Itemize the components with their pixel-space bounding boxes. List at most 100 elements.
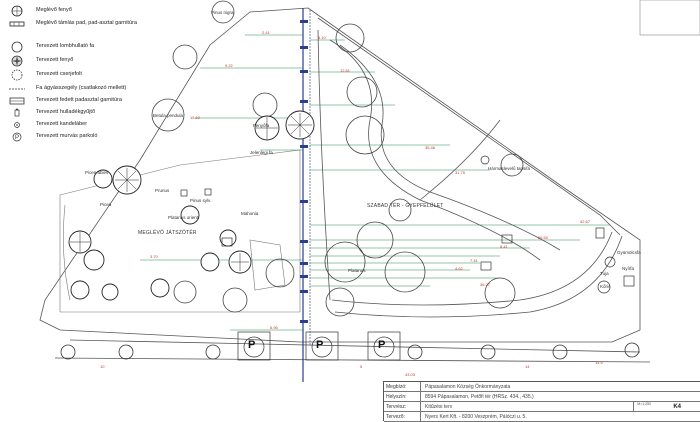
dimension-label: 3.70 bbox=[150, 254, 158, 259]
existing-tree-icon bbox=[6, 5, 28, 17]
tree-label: Mahonia bbox=[241, 211, 259, 216]
dimension-label: 5 bbox=[360, 364, 363, 369]
planned-lamp-icon bbox=[6, 119, 28, 131]
tree-label: Pinus nigra bbox=[211, 10, 234, 15]
existing-bench-icon bbox=[6, 18, 28, 30]
tree-label: Nyírfa bbox=[622, 266, 635, 271]
dimension-label: 12.81 bbox=[340, 68, 351, 73]
tree-label: Kőris bbox=[600, 284, 611, 289]
tree-curb-icon bbox=[6, 83, 28, 95]
title-block-value: 8594 Pápasalamon, Petőfi tér (HRSz. 434.… bbox=[425, 393, 534, 400]
tree-label: Picea abies bbox=[85, 170, 109, 175]
title-block-value: Pápasalamon Község Önkormányzata bbox=[425, 383, 511, 390]
conifer-hatching bbox=[70, 113, 312, 271]
dimension-label: 6.10 bbox=[318, 35, 326, 40]
park-boundary bbox=[39, 7, 651, 363]
legend-label: Tervezett fenyő bbox=[36, 57, 74, 64]
dimension-label: 14 bbox=[525, 364, 530, 369]
dimension-label: 6.95 bbox=[270, 325, 278, 330]
dimension-label: 15.62 bbox=[190, 115, 201, 120]
center-axis bbox=[302, 8, 311, 382]
sheet-code: K4 bbox=[633, 402, 700, 412]
title-block-value: Kitűzési terv bbox=[425, 403, 453, 410]
parking-symbol: P bbox=[316, 339, 324, 351]
legend-label: Tervezett hulladékgyűjtő bbox=[36, 109, 96, 116]
title-block-value: Nyers Kert Kft. - 8200 Veszprém, Pálóczi… bbox=[425, 413, 527, 420]
title-block-row: Helyszín: 8594 Pápasalamon, Petőfi tér (… bbox=[384, 392, 700, 402]
svg-text:P: P bbox=[15, 135, 19, 141]
corner-frame bbox=[639, 0, 700, 36]
tree-label: Hármaslevelű tapsifa bbox=[488, 166, 531, 171]
legend-label: Fa ágyásszegély (csatlakozó mellett) bbox=[36, 85, 127, 92]
legend-row: Tervezett fedett padasztal garnitúra bbox=[6, 94, 166, 108]
tree-label: Pinus sylv. bbox=[190, 198, 212, 203]
planned-conifer-icon bbox=[6, 55, 28, 67]
title-block-key: Tervező: bbox=[384, 412, 421, 421]
planned-shrub-icon bbox=[6, 69, 28, 81]
parking-bays bbox=[237, 331, 401, 361]
planned-parking-icon: P bbox=[6, 131, 28, 143]
legend-label: Meglévő fenyő bbox=[36, 7, 72, 14]
title-block: Megbízó: Pápasalamon Község Önkormányzat… bbox=[383, 381, 700, 422]
axis-markers bbox=[300, 20, 308, 323]
legend-label: Tervezett lombhullató fa bbox=[36, 43, 95, 50]
dimension-label: 43.03 bbox=[405, 372, 416, 377]
dimension-label: 4.62 bbox=[455, 266, 463, 271]
walking-paths bbox=[317, 29, 623, 318]
dimension-label: 36.27 bbox=[480, 282, 491, 287]
tree-label: Tuja bbox=[600, 271, 609, 276]
planned-trees-right bbox=[324, 23, 524, 317]
tree-label: Prunus bbox=[155, 188, 170, 193]
legend-row: Tervezett kandeláber bbox=[6, 118, 166, 132]
legend-row: Tervezett lombhullató fa bbox=[6, 40, 166, 54]
legend-label: Meglévő támlás pad, pad-asztal garnitúra bbox=[36, 20, 137, 27]
parking-symbol: P bbox=[248, 339, 256, 351]
playground-label: MEGLÉVŐ JÁTSZÓTÉR bbox=[138, 230, 197, 236]
legend-row: Tervezett hulladékgyűjtő bbox=[6, 106, 166, 120]
title-block-key: Tervrész: bbox=[384, 402, 421, 411]
site-furniture bbox=[180, 155, 635, 294]
tree-label: Gyümölcsfa bbox=[617, 250, 641, 255]
tree-label: Fenyőfa bbox=[253, 123, 270, 128]
dimension-label: 35.46 bbox=[425, 145, 436, 150]
scale-label: M=1:250 bbox=[637, 402, 651, 406]
legend-label: Tervezett murvás parkoló bbox=[36, 133, 98, 140]
legend-row: Meglévő fenyő bbox=[6, 4, 166, 18]
legend-label: Tervezett cserjefolt bbox=[36, 71, 82, 78]
dimension-label: 2.41 bbox=[262, 30, 270, 35]
street-trees bbox=[60, 342, 640, 360]
legend-row: Tervezett fenyő bbox=[6, 54, 166, 68]
legend-row: Tervezett cserjefolt bbox=[6, 68, 166, 82]
tree-label: Platanus orient. bbox=[168, 215, 200, 220]
title-block-row: Tervrész: Kitűzési terv bbox=[384, 402, 700, 412]
legend-row: Meglévő támlás pad, pad-asztal garnitúra bbox=[6, 17, 166, 31]
planned-bench-icon bbox=[6, 95, 28, 107]
title-block-row: Megbízó: Pápasalamon Község Önkormányzat… bbox=[384, 382, 700, 392]
tree-label: Jelenlegi fa bbox=[250, 150, 273, 155]
dimension-label: 31.75 bbox=[455, 170, 466, 175]
planned-tree-icon bbox=[6, 41, 28, 53]
dimension-label: 10 bbox=[100, 364, 105, 369]
legend-label: Tervezett kandeláber bbox=[36, 121, 88, 128]
dimension-label: 7.41 bbox=[470, 258, 478, 263]
dimension-label: 42.67 bbox=[580, 219, 591, 224]
survey-lines bbox=[140, 34, 610, 331]
tree-label: Betula pendula bbox=[153, 113, 184, 118]
planned-bin-icon bbox=[6, 107, 28, 119]
legend-row: Fa ágyásszegély (csatlakozó mellett) bbox=[6, 82, 166, 96]
legend-row: P Tervezett murvás parkoló bbox=[6, 130, 166, 144]
dimension-label: 9.22 bbox=[225, 63, 233, 68]
title-block-key: Helyszín: bbox=[384, 392, 421, 401]
dimension-label: 14.5 bbox=[595, 360, 603, 365]
planned-trees-left bbox=[151, 0, 295, 313]
lawn-label: SZABAD TÉR - GYEPFELÜLET bbox=[367, 203, 444, 209]
dimension-label: 55.50 bbox=[538, 235, 549, 240]
title-block-row: Tervező: Nyers Kert Kft. - 8200 Veszprém… bbox=[384, 412, 700, 422]
title-block-key: Megbízó: bbox=[384, 382, 421, 391]
dimension-label: 8.41 bbox=[500, 244, 508, 249]
parking-symbol: P bbox=[378, 339, 386, 351]
legend-label: Tervezett fedett padasztal garnitúra bbox=[36, 97, 122, 104]
playground-area bbox=[59, 149, 301, 313]
tree-label: Picea bbox=[100, 202, 112, 207]
